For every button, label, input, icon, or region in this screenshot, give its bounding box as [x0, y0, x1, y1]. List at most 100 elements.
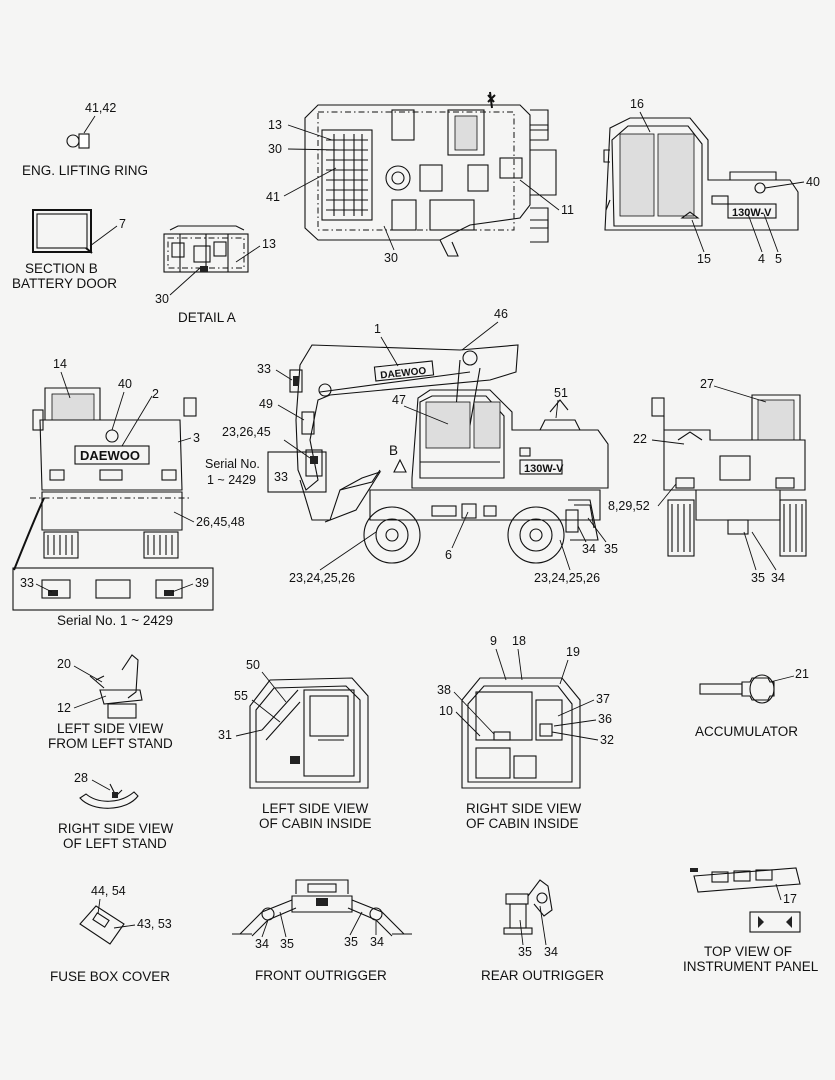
callout-41-42: 41,42 — [85, 101, 116, 115]
machine-front-view: 27 22 8,29,52 35 34 — [608, 377, 807, 585]
cabin-right-caption-2: OF CABIN INSIDE — [466, 816, 579, 831]
instrument-caption-2: INSTRUMENT PANEL — [683, 959, 819, 974]
serial-no-box-range: 1 ~ 2429 — [207, 473, 256, 487]
callout-17: 17 — [783, 892, 797, 906]
callout-40-side: 40 — [806, 175, 820, 189]
instrument-caption: TOP VIEW OF — [704, 944, 792, 959]
callout-38: 38 — [437, 683, 451, 697]
callout-35-front-outrigger-right: 35 — [344, 935, 358, 949]
cabin-inside-right-view: 9 18 19 38 10 37 36 32 RIGHT SIDE VIEW O… — [437, 634, 614, 831]
callout-14: 14 — [53, 357, 67, 371]
callout-23-24-25-26-front: 23,24,25,26 — [289, 571, 355, 585]
callout-35-rear-outrigger: 35 — [518, 945, 532, 959]
serial-no-caption: Serial No. 1 ~ 2429 — [57, 613, 173, 628]
view-b-label: B — [389, 443, 398, 458]
right-side-view-stand-caption-2: OF LEFT STAND — [63, 836, 167, 851]
machine-rear-view: DAEWOO 14 40 2 3 26,45,48 — [13, 357, 245, 571]
callout-15: 15 — [697, 252, 711, 266]
callout-35-main: 35 — [604, 542, 618, 556]
callout-30-top: 30 — [268, 142, 282, 156]
machine-side-upper-view: 130W-V 16 40 15 4 5 — [603, 97, 820, 266]
cabin-left-caption-2: OF CABIN INSIDE — [259, 816, 372, 831]
callout-33-box: 33 — [274, 470, 288, 484]
callout-43-53: 43, 53 — [137, 917, 172, 931]
callout-2: 2 — [152, 387, 159, 401]
callout-55: 55 — [234, 689, 248, 703]
callout-9: 9 — [490, 634, 497, 648]
callout-22: 22 — [633, 432, 647, 446]
callout-4: 4 — [758, 252, 765, 266]
right-side-view-stand-caption: RIGHT SIDE VIEW — [58, 821, 174, 836]
callout-5: 5 — [775, 252, 782, 266]
detail-a-caption: DETAIL A — [178, 310, 236, 325]
callout-35-front-outrigger-left: 35 — [280, 937, 294, 951]
callout-34-rear-outrigger: 34 — [544, 945, 558, 959]
left-stand-seat-view: 20 12 LEFT SIDE VIEW FROM LEFT STAND — [48, 654, 173, 751]
front-outrigger-caption: FRONT OUTRIGGER — [255, 968, 387, 983]
machine-top-view: 13 30 41 11 30 — [266, 91, 574, 265]
callout-41-top: 41 — [266, 190, 280, 204]
callout-11: 11 — [561, 203, 574, 217]
callout-8-29-52: 8,29,52 — [608, 499, 650, 513]
callout-28: 28 — [74, 771, 88, 785]
cabin-inside-left-view: 50 55 31 LEFT SIDE VIEW OF CABIN INSIDE — [218, 658, 372, 831]
callout-18: 18 — [512, 634, 526, 648]
callout-7: 7 — [119, 217, 126, 231]
left-side-view-caption: LEFT SIDE VIEW — [57, 721, 164, 736]
rear-outrigger-caption: REAR OUTRIGGER — [481, 968, 604, 983]
eng-lifting-ring-caption: ENG. LIFTING RING — [22, 163, 148, 178]
callout-37: 37 — [596, 692, 610, 706]
callout-16: 16 — [630, 97, 644, 111]
callout-20: 20 — [57, 657, 71, 671]
battery-door-caption: BATTERY DOOR — [12, 276, 117, 291]
callout-46: 46 — [494, 307, 508, 321]
callout-23-26-45: 23,26,45 — [222, 425, 271, 439]
callout-40-rear: 40 — [118, 377, 132, 391]
callout-12: 12 — [57, 701, 71, 715]
callout-3: 3 — [193, 431, 200, 445]
callout-26-45-48: 26,45,48 — [196, 515, 245, 529]
brand-decal-rear: DAEWOO — [80, 448, 140, 463]
callout-33-boom: 33 — [257, 362, 271, 376]
cab-wiring-hatch — [326, 134, 368, 216]
callout-6: 6 — [445, 548, 452, 562]
battery-door-section-view: 7 SECTION B BATTERY DOOR — [12, 209, 126, 291]
cabin-left-caption: LEFT SIDE VIEW — [262, 801, 369, 816]
callout-30-bottom: 30 — [384, 251, 398, 265]
accumulator-caption: ACCUMULATOR — [695, 724, 798, 739]
serial-no-box-label: Serial No. — [205, 457, 260, 471]
callout-10: 10 — [439, 704, 453, 718]
left-stand-right-view: 28 RIGHT SIDE VIEW OF LEFT STAND — [58, 771, 174, 851]
callout-47: 47 — [392, 393, 406, 407]
callout-34-front-outrigger-right: 34 — [370, 935, 384, 949]
accumulator-view: 21 ACCUMULATOR — [695, 667, 809, 739]
model-decal-side-upper: 130W-V — [732, 207, 772, 219]
callout-44-54: 44, 54 — [91, 884, 126, 898]
cabin-right-caption: RIGHT SIDE VIEW — [466, 801, 582, 816]
callout-19: 19 — [566, 645, 580, 659]
fuse-box-cover-caption: FUSE BOX COVER — [50, 969, 170, 984]
callout-50: 50 — [246, 658, 260, 672]
eng-lifting-ring-view: 41,42 ENG. LIFTING RING — [22, 101, 148, 178]
model-decal-main: 130W-V — [524, 463, 564, 475]
callout-34-front: 34 — [771, 571, 785, 585]
callout-36: 36 — [598, 712, 612, 726]
front-outrigger-view: 34 35 35 34 FRONT OUTRIGGER — [232, 879, 412, 983]
rear-outrigger-view: 35 34 REAR OUTRIGGER — [481, 879, 604, 983]
callout-39: 39 — [195, 576, 209, 590]
callout-30-detail: 30 — [155, 292, 169, 306]
callout-1: 1 — [374, 322, 381, 336]
callout-51: 51 — [554, 386, 568, 400]
callout-35-front: 35 — [751, 571, 765, 585]
callout-13-detail: 13 — [262, 237, 276, 251]
callout-23-24-25-26-rear: 23,24,25,26 — [534, 571, 600, 585]
callout-21: 21 — [795, 667, 809, 681]
callout-49: 49 — [259, 397, 273, 411]
instrument-panel-top-view: 17 TOP VIEW OF INSTRUMENT PANEL — [683, 867, 819, 974]
section-b-caption: SECTION B — [25, 261, 98, 276]
machine-main-side-view: DAEWOO 130W-V — [205, 307, 618, 585]
callout-27: 27 — [700, 377, 714, 391]
callout-32: 32 — [600, 733, 614, 747]
callout-34-front-outrigger-left: 34 — [255, 937, 269, 951]
